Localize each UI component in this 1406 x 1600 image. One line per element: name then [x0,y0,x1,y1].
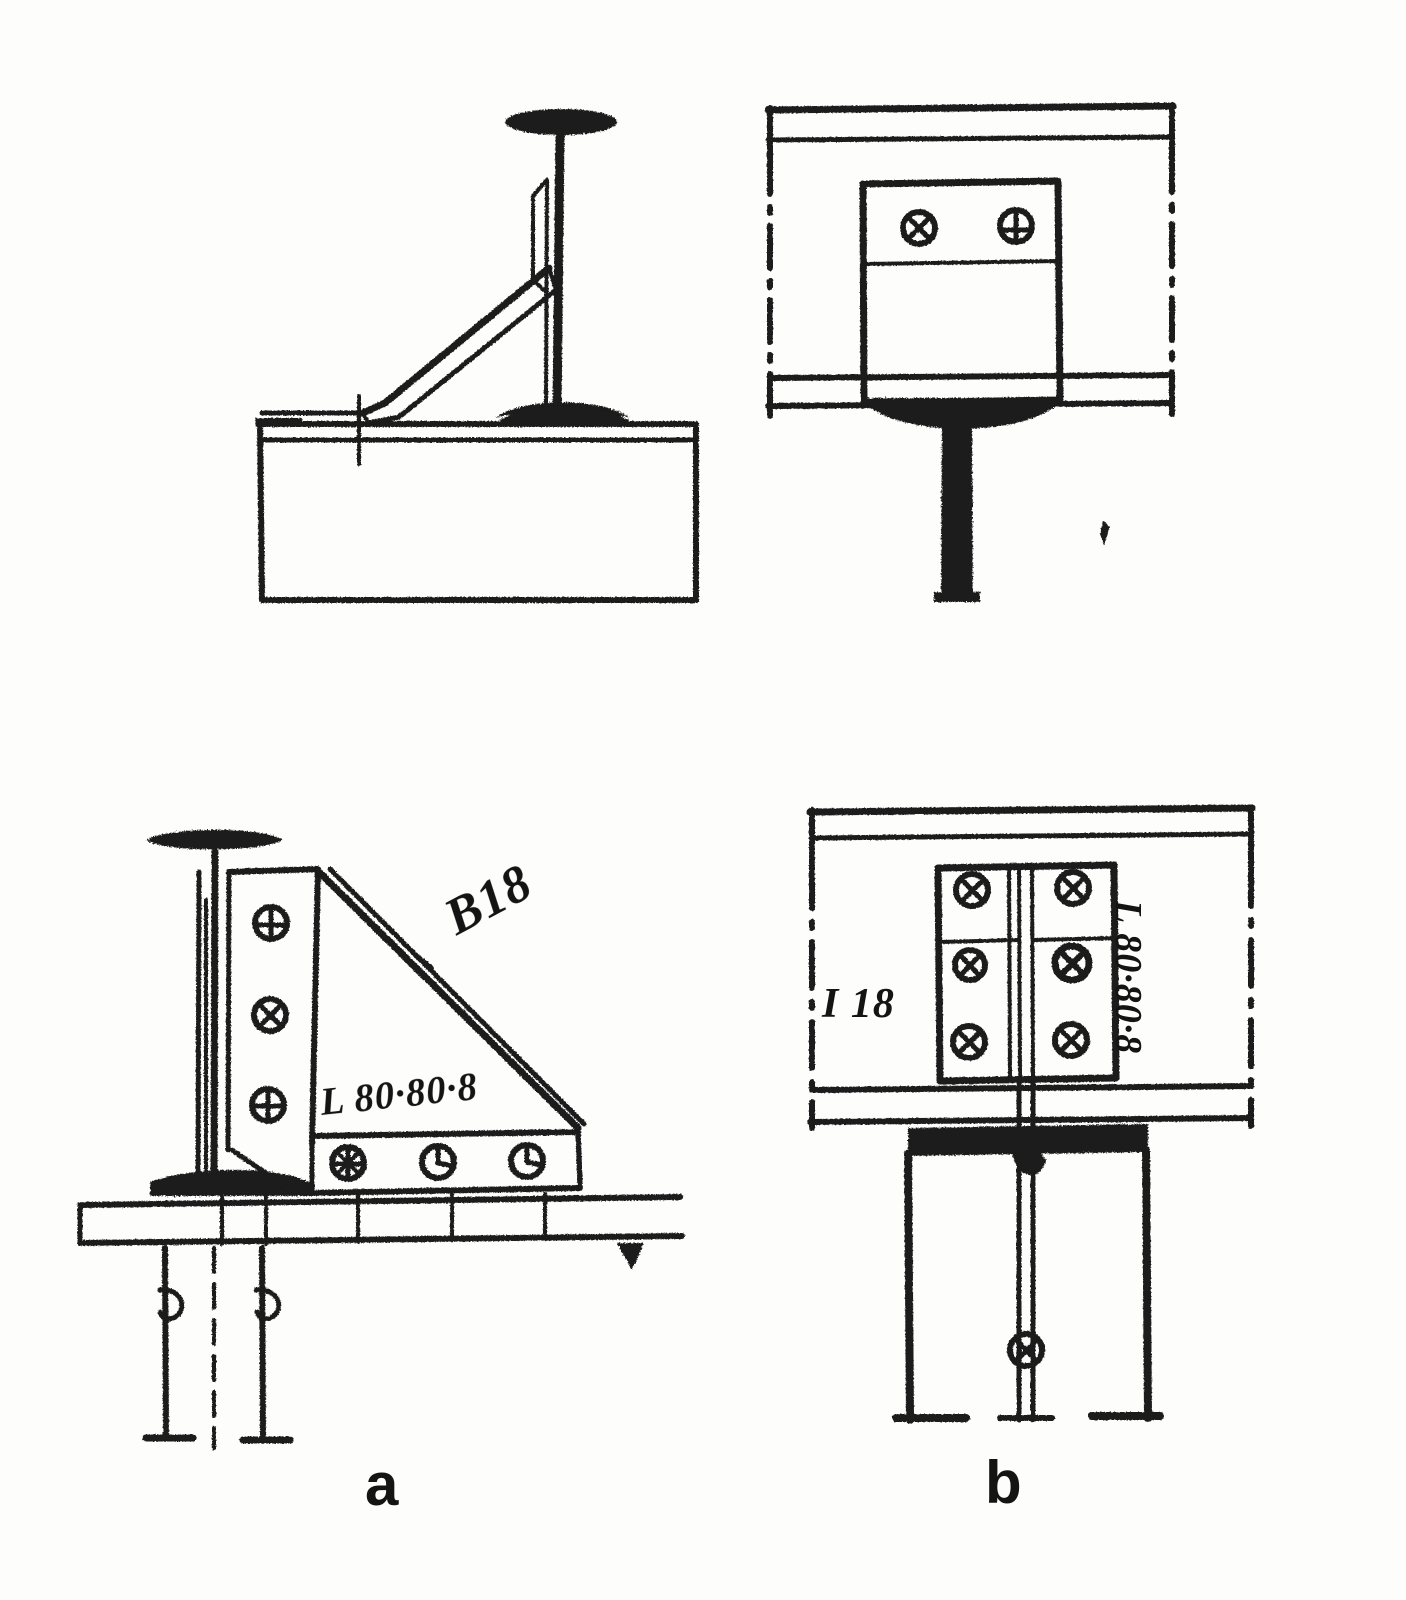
figure-bottom-left-detail-a [77,829,685,1450]
bolt [997,207,1035,245]
detail-b-column-below [892,1146,1164,1424]
top-left-girder-outline [255,418,699,603]
detail-a-angle-horizontal-leg [309,1129,583,1196]
top-right-flange-bottom-inner [767,372,1175,381]
label-angle-designation-b: L 80·80·8 [1107,900,1149,1055]
detail-b-beam-sides [809,805,1254,1131]
top-right-weld-band [866,398,1058,429]
bolt [900,209,938,247]
bolt [251,996,289,1034]
bolt [1054,869,1092,907]
detail-a-beam-web-marks [220,1192,547,1246]
figure-top-left [255,109,699,603]
detail-a-t-flange [146,829,283,850]
bolt [508,1142,546,1180]
detail-a-weld-symbol [617,1243,644,1270]
detail-a-beam-flanges [77,1194,685,1246]
bolt [1051,942,1093,984]
bolt [952,947,988,983]
detail-b-weld-band [908,1124,1148,1156]
figure-top-right [764,102,1177,602]
top-left-stem-notch [531,180,547,282]
bolt [950,1023,988,1061]
bolt [252,904,290,942]
top-right-bolt-group [900,207,1035,247]
detail-a-vertical-bolt-group [249,904,290,1124]
bolt [419,1143,457,1181]
label-beam-designation-b: I 18 [822,981,895,1027]
detail-a-column-stem [195,848,219,1189]
detail-b-angle-plates [934,861,1120,1085]
bolt [1052,1021,1090,1059]
top-right-flange-inner [765,134,1175,143]
figure-bottom-right-detail-b [806,804,1256,1424]
detail-b-left-bolt-group [950,871,991,1061]
detail-a-haunch [229,1147,293,1193]
detail-a-leader-line [406,946,434,970]
bolt [249,1086,287,1124]
detail-a-hanger-rods [142,1245,294,1450]
figure-caption-b: b [985,1449,1022,1516]
top-left-t-flange [505,109,617,135]
top-right-column-stem [941,428,973,596]
detail-b-right-bolt-group [1051,869,1093,1059]
top-right-column-base [934,592,980,602]
figure-caption-a: a [365,1451,399,1518]
top-right-flange-top [764,102,1177,114]
detail-b-flange-top-inner [809,831,1254,841]
detail-a-angle-vertical-leg [225,866,321,1153]
detail-b-column-bolt [1007,1331,1045,1369]
detail-a-weld-seat [150,1169,312,1196]
ink-speck [1100,521,1110,545]
top-left-diagonal-brace [359,264,559,426]
top-right-bracket-plate [859,177,1064,407]
bolt [953,871,991,909]
detail-b-flange-top [806,804,1256,816]
detail-a-horizontal-bolt-group [329,1142,546,1182]
detail-b-weld-knot [1012,1150,1046,1176]
bolt [329,1144,367,1182]
